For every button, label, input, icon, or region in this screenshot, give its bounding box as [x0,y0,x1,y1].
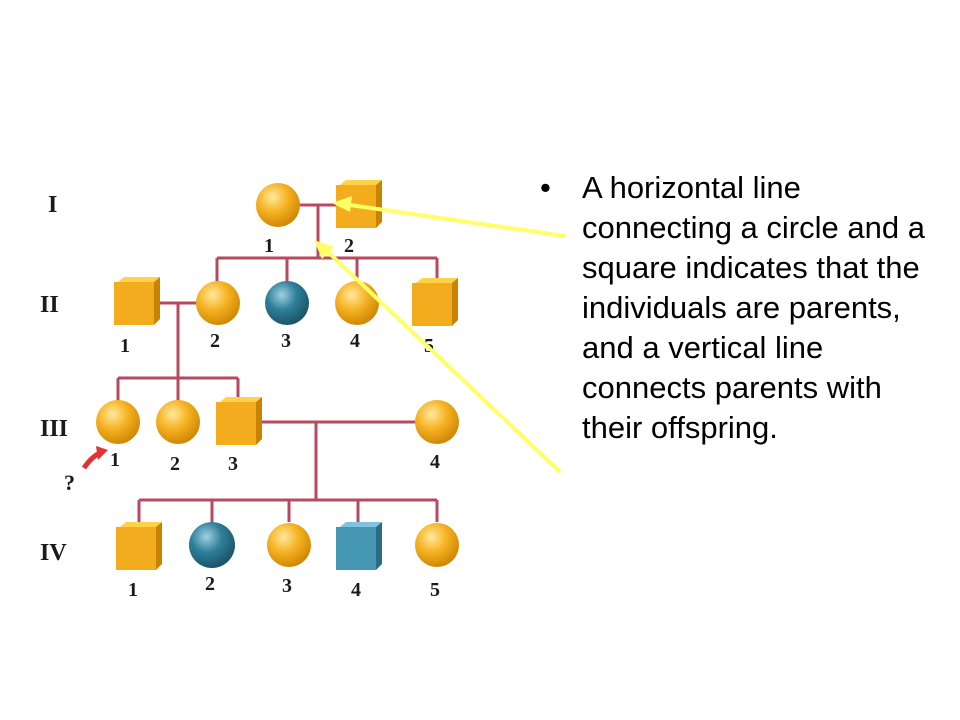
caption-text: A horizontal line connecting a circle an… [582,170,925,445]
pointer-arrowhead [314,240,334,259]
individual-II-3-affected-female [265,281,309,325]
individual-number: 1 [110,449,120,471]
individual-number: 2 [205,573,215,595]
individual-II-4-female [335,281,379,325]
individual-number: 1 [120,335,130,357]
individual-number: 1 [128,579,138,601]
pointer-line-horizontal [349,203,566,238]
individual-III-3-male [216,397,262,445]
individual-IV-5-female [415,523,459,567]
individual-number: 2 [170,453,180,475]
individual-III-2-female [156,400,200,444]
individual-number: 2 [210,330,220,352]
generation-label-II: II [40,292,59,318]
individual-IV-4-affected-male [336,522,382,570]
individual-number: 2 [344,235,354,257]
individual-I-1-female [256,183,300,227]
individual-number: 5 [430,579,440,601]
question-mark: ? [64,470,75,495]
generation-label-III: III [40,416,68,442]
individual-II-1-male [114,277,160,325]
individual-number: 4 [351,579,361,601]
individual-IV-1-male [116,522,162,570]
generation-label-I: I [48,192,57,218]
individual-III-4-female [415,400,459,444]
pointer-line-vertical [326,250,562,474]
pedigree-lines [116,203,439,522]
individual-number: 4 [430,451,440,473]
pointer-arrowhead [332,196,352,212]
individual-III-1-female [96,400,140,444]
caption-bullet: • A horizontal line connecting a circle … [540,168,950,448]
individual-IV-2-affected-female [189,522,235,568]
individual-II-2-female [196,281,240,325]
bullet-icon: • [540,170,551,205]
individual-number: 3 [281,330,291,352]
individual-number: 4 [350,330,360,352]
individual-number: 3 [282,575,292,597]
individual-number: 1 [264,235,274,257]
individual-number: 3 [228,453,238,475]
generation-label-IV: IV [40,540,67,566]
individual-II-5-male [412,278,458,326]
individual-IV-3-female [267,523,311,567]
pointer-lines [314,196,566,474]
